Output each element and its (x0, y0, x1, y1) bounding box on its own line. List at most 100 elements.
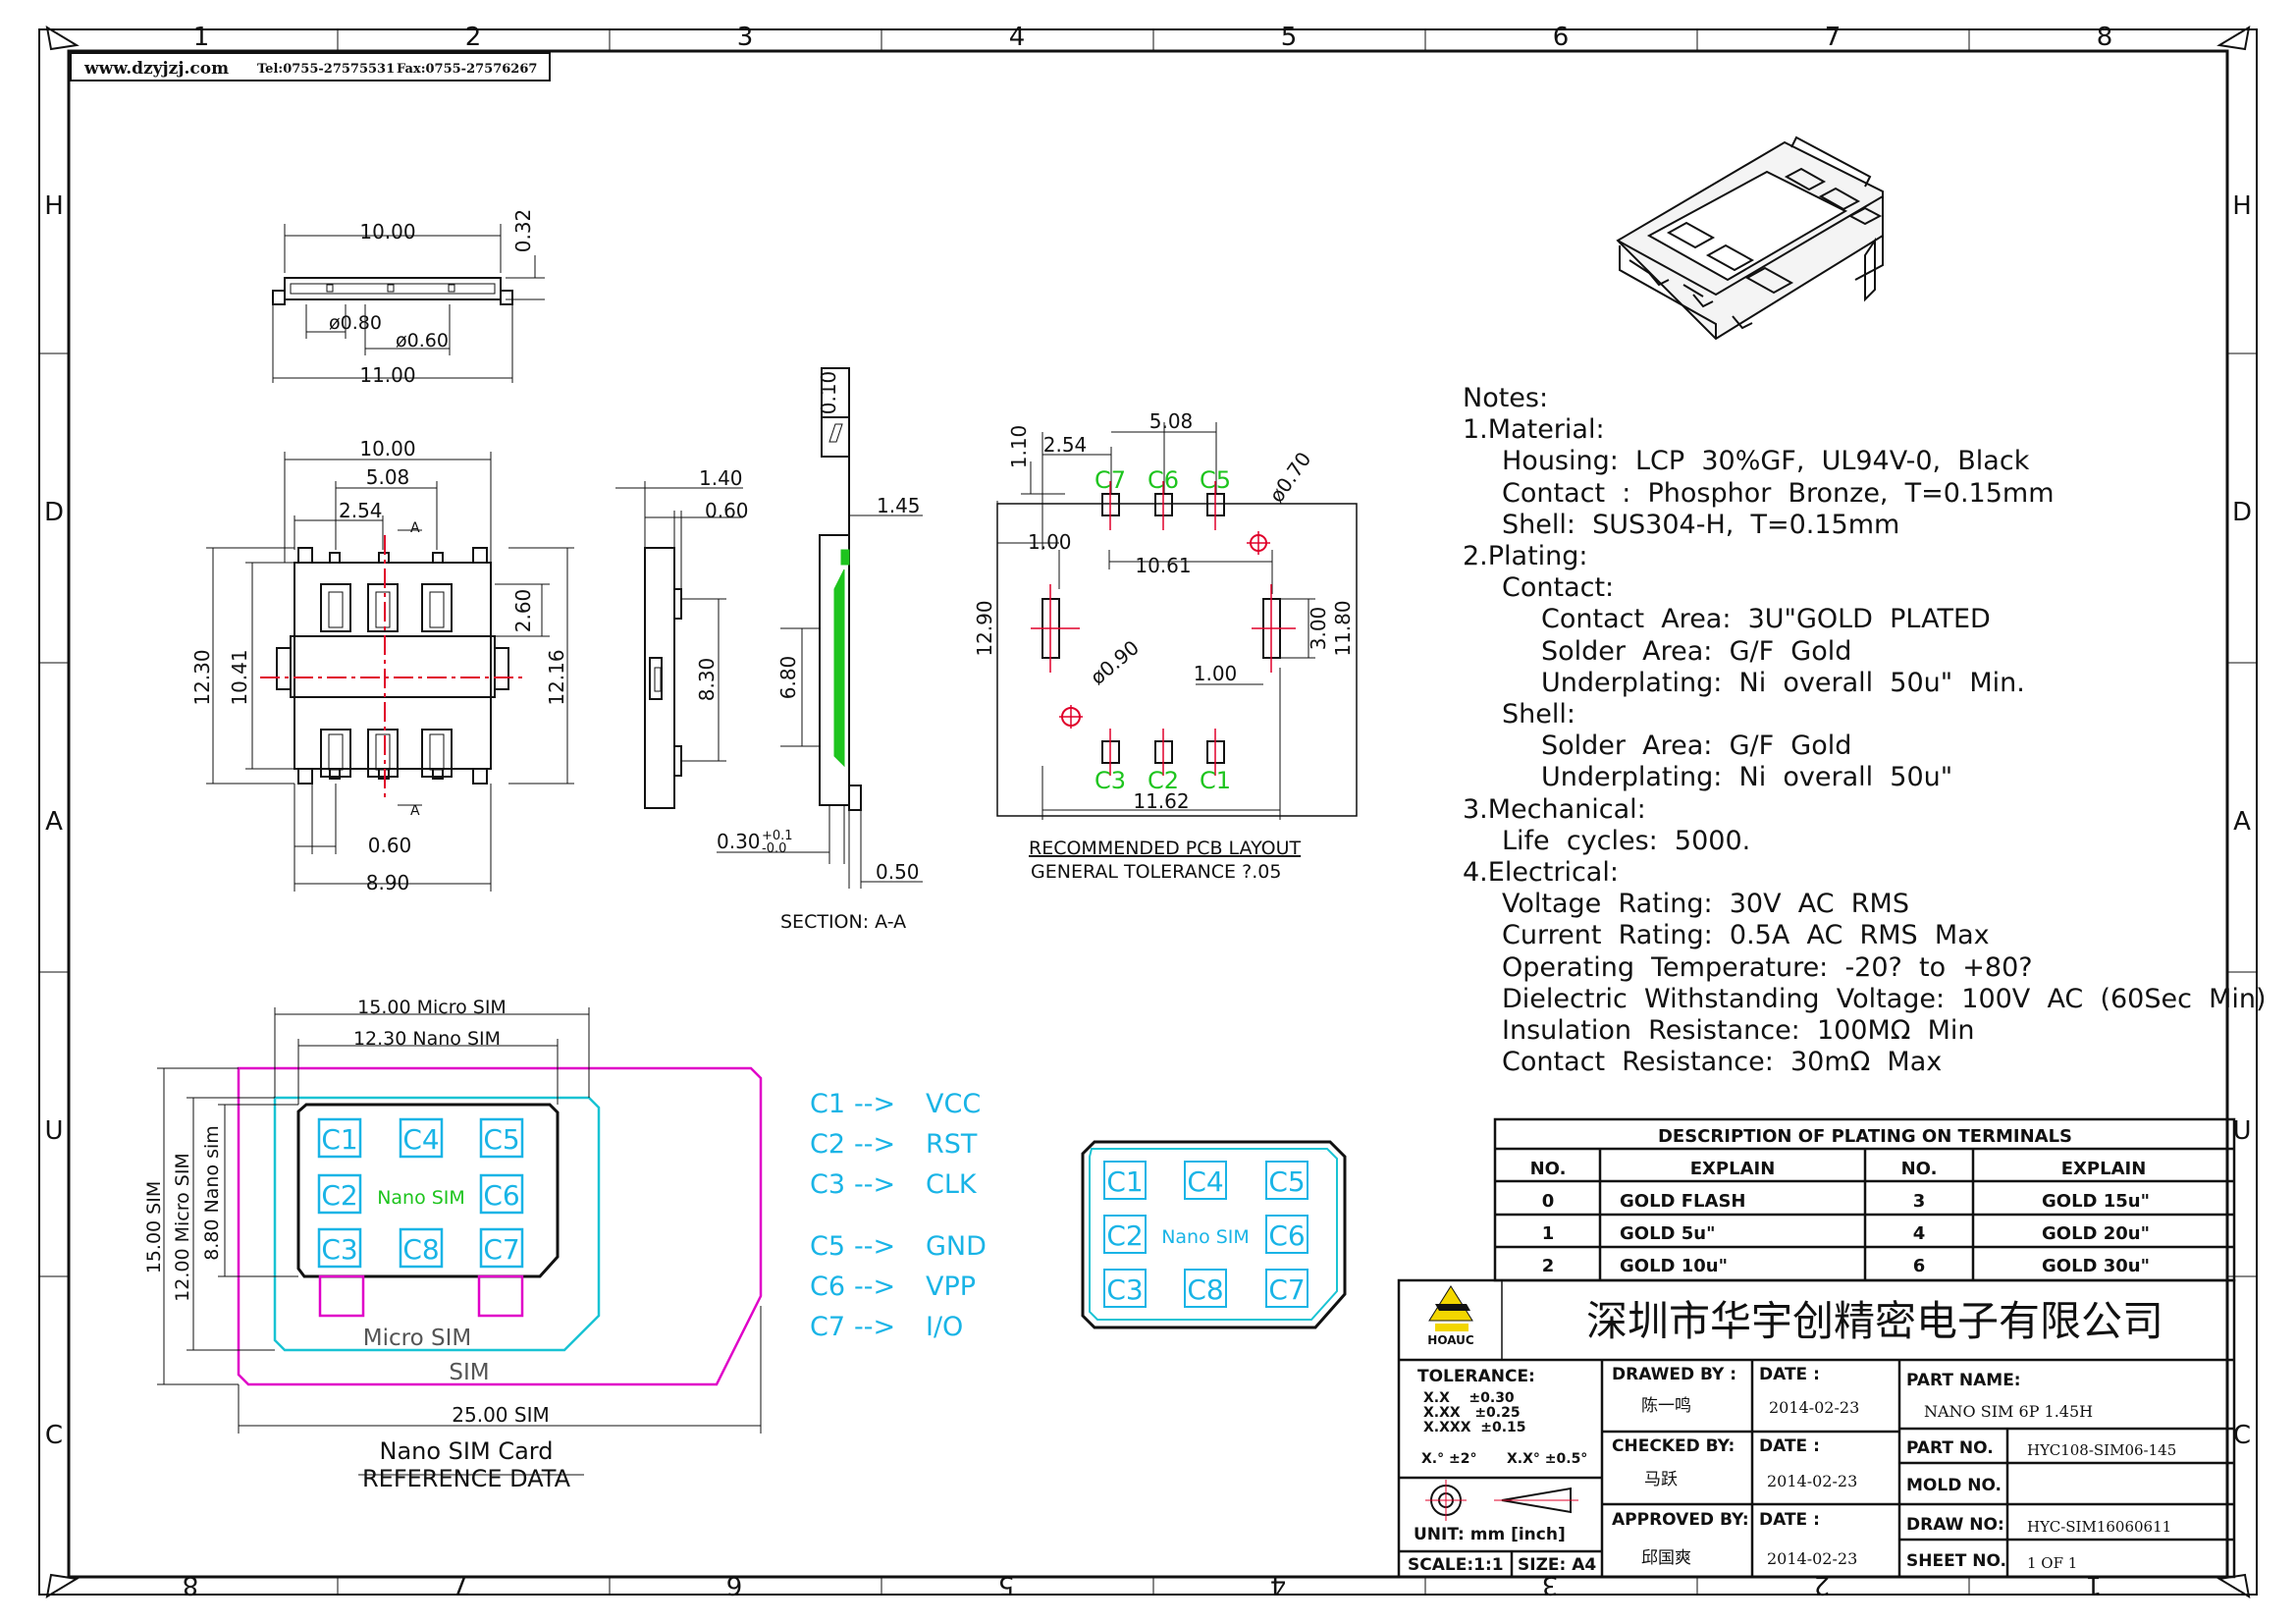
row-label-right: D (2232, 498, 2252, 527)
tolerance-line: X.X ±0.30 (1423, 1390, 1515, 1406)
date-label: DATE : (1759, 1510, 1820, 1530)
dim-width: 10.00 (359, 437, 415, 460)
plan-view (206, 452, 574, 892)
plating-table-text: DESCRIPTION OF PLATING ON TERMINALS NO. … (1530, 1126, 2150, 1276)
pin-label: C1 (1200, 767, 1231, 794)
pin-name: C6 (810, 1272, 845, 1302)
note-item: Life cycles: 5000. (1502, 825, 1751, 856)
unit: UNIT: mm [inch] (1414, 1525, 1566, 1544)
table-title: DESCRIPTION OF PLATING ON TERMINALS (1658, 1126, 2072, 1147)
note-item: Shell: SUS304-H, T=0.15mm (1502, 509, 1900, 540)
note-item: Dielectric Withstanding Voltage: 100V AC… (1502, 983, 2267, 1014)
dim-height: 12.90 (973, 600, 996, 656)
pin-label: C2 (1148, 767, 1179, 794)
nano-sim-label: Nano SIM (377, 1187, 465, 1209)
row-label-right: A (2233, 807, 2251, 837)
dim-sim-height: 15.00 SIM (143, 1181, 165, 1274)
flatness-tolerance: 0.10 (817, 371, 840, 415)
dim-tol-plus: +0.1 (762, 829, 793, 843)
pcb-pin-labels: C7 C6 C5 C3 C2 C1 (1095, 466, 1231, 794)
sim-contact: C2 (321, 1179, 357, 1212)
pcb-caption-title: RECOMMENDED PCB LAYOUT (1029, 838, 1302, 859)
dim-side-pad: 3.00 (1307, 607, 1330, 651)
col-label-bottom: 5 (998, 1570, 1015, 1599)
row-label-right: H (2232, 191, 2252, 221)
note-item: Contact Area: 3U"GOLD PLATED (1541, 604, 1991, 635)
checked-by: 马跃 (1644, 1470, 1678, 1489)
note-section: 2.Plating: (1463, 541, 1588, 572)
col-label-top: 3 (737, 23, 754, 52)
table-header: NO. (1530, 1159, 1567, 1179)
mold-no-label: MOLD NO. (1906, 1476, 2002, 1495)
pin-map: C1 --> VCC C2 --> RST C3 --> CLK C5 --> … (810, 1089, 987, 1342)
pin-signal: VPP (926, 1272, 976, 1302)
col-label-top: 7 (1825, 23, 1842, 52)
note-section: 3.Mechanical: (1463, 793, 1646, 825)
date-label: DATE : (1759, 1436, 1820, 1456)
date-approved: 2014-02-23 (1767, 1549, 1857, 1568)
note-item: Contact Resistance: 30mΩ Max (1502, 1047, 1943, 1078)
pcb-center-lines (1031, 481, 1296, 776)
draw-no-label: DRAW NO: (1906, 1515, 2004, 1535)
connector-3d-view (1616, 135, 1884, 341)
part-name: NANO SIM 6P 1.45H (1924, 1402, 2093, 1421)
col-label-bottom: 6 (726, 1570, 743, 1599)
card-contact: C1 (1106, 1165, 1143, 1198)
side-view-dims: 1.40 0.60 8.30 (695, 466, 749, 701)
website-link[interactable]: www.dzyjzj.com (83, 59, 229, 79)
card-contact: C3 (1106, 1273, 1143, 1306)
drawing-frame (38, 26, 2258, 1598)
dim-pad-span: 10.61 (1135, 554, 1191, 577)
side-view (615, 481, 743, 809)
table-cell: 6 (1913, 1256, 1926, 1276)
col-label-bottom: 8 (183, 1570, 199, 1599)
note-item: Underplating: Ni overall 50u" (1541, 762, 1953, 793)
plan-view-dims: 10.00 5.08 2.54 A A 12.30 10.41 2.60 12.… (190, 437, 568, 894)
checked-by-label: CHECKED BY: (1612, 1436, 1735, 1456)
dim-height: 1.40 (699, 466, 743, 490)
dim-base: 8.90 (366, 871, 410, 894)
section-mark: A (410, 520, 420, 536)
dim-width: 10.00 (359, 220, 415, 244)
date-label: DATE : (1759, 1365, 1820, 1384)
row-label-right: C (2233, 1421, 2251, 1450)
sim-contact: C4 (402, 1123, 439, 1156)
company-name: 深圳市华宇创精密电子有限公司 (1586, 1297, 2163, 1345)
size: SIZE: A4 (1518, 1555, 1596, 1575)
pin-name: C3 (810, 1169, 845, 1200)
dim-tol-minus: -0.0 (762, 841, 786, 856)
table-cell: 1 (1542, 1223, 1555, 1244)
approved-by: 邱国爽 (1641, 1548, 1691, 1568)
dim-length: 8.30 (695, 658, 719, 702)
pin-label: C6 (1148, 466, 1179, 494)
table-cell: 0 (1542, 1191, 1555, 1212)
col-label-bottom: 4 (1270, 1570, 1287, 1599)
sim-contact: C7 (483, 1233, 519, 1266)
sheet-no-label: SHEET NO. (1906, 1551, 2006, 1571)
dim-micro-height: 12.00 Micro SIM (172, 1153, 193, 1302)
section-view-dims: 0.10 1.45 6.80 0.30 +0.1 -0.0 0.50 SECTI… (717, 371, 921, 933)
dim-height-tabs: 12.16 (545, 649, 568, 705)
dim-board-height: 11.80 (1331, 600, 1355, 656)
reference-caption-title: Nano SIM Card (380, 1437, 554, 1465)
dim-pitch-double: 5.08 (366, 465, 410, 489)
table-header: EXPLAIN (1690, 1159, 1776, 1179)
col-label-top: 5 (1281, 23, 1298, 52)
col-label-bottom: 1 (2086, 1570, 2103, 1599)
note-section: 4.Electrical: (1463, 857, 1619, 889)
col-label-top: 2 (465, 23, 482, 52)
drawn-by: 陈一鸣 (1641, 1396, 1691, 1416)
dim-hole-small: ø0.70 (1264, 448, 1315, 507)
part-no: HYC108-SIM06-145 (2027, 1441, 2176, 1459)
top-view (272, 224, 545, 383)
pin-name: C2 (810, 1129, 845, 1160)
table-cell: GOLD 15u" (2042, 1191, 2150, 1212)
part-no-label: PART NO. (1906, 1438, 1994, 1458)
dim-contact-gap: 2.60 (511, 589, 535, 633)
row-label-right: U (2232, 1116, 2251, 1146)
micro-sim-label: Micro SIM (363, 1326, 471, 1351)
sim-contact: C1 (321, 1123, 357, 1156)
col-label-bottom: 7 (454, 1570, 471, 1599)
title-block-text: 深圳市华宇创精密电子有限公司 TOLERANCE: X.X ±0.30 X.XX… (1408, 1297, 2176, 1575)
